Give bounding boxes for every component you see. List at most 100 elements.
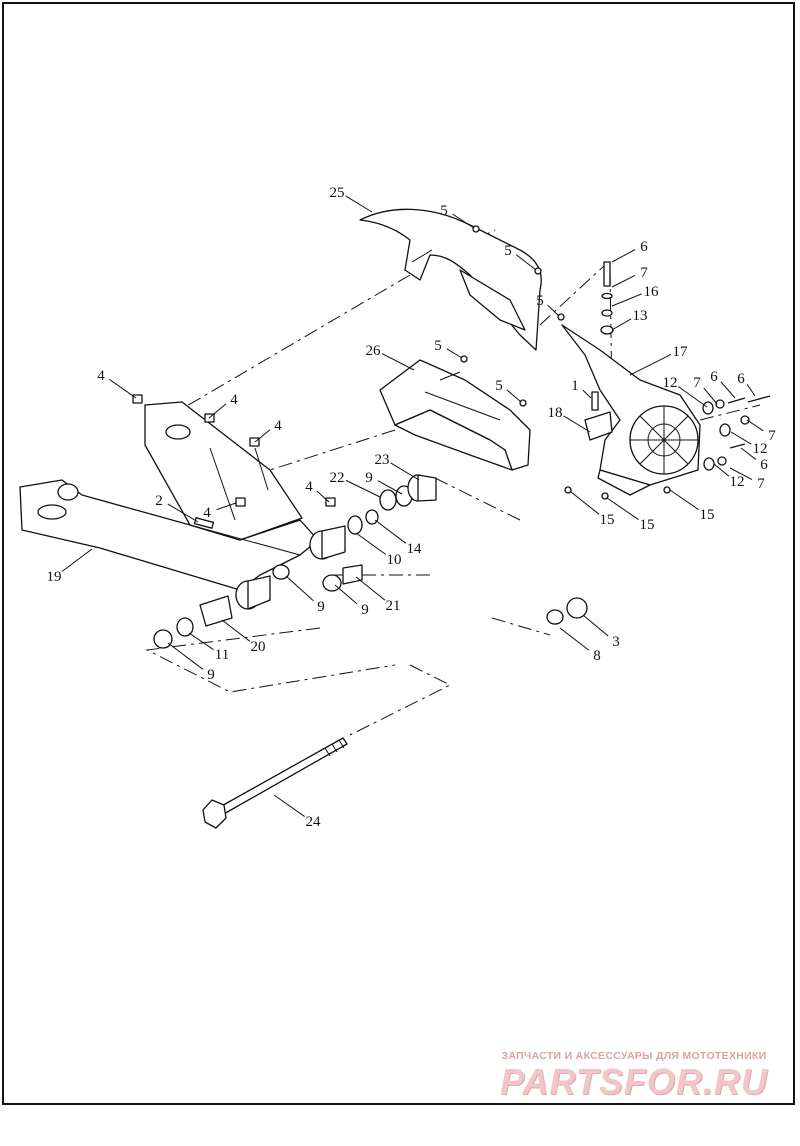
callout-number-9b: 9	[317, 599, 325, 615]
callout-number-6c: 6	[737, 371, 745, 387]
callout-leader-4c	[254, 429, 271, 443]
callout-number-5e: 5	[495, 378, 503, 394]
lower-chain-guard	[379, 359, 531, 471]
callout-number-5d: 5	[434, 338, 442, 354]
callout-leader-6b	[720, 381, 736, 399]
diagram-frame	[2, 2, 795, 1105]
callout-leader-22a	[345, 479, 381, 498]
callout-leader-12b	[730, 431, 752, 445]
callout-number-1a: 1	[571, 378, 579, 394]
callout-leader-9a	[377, 480, 403, 495]
callout-leader-7b	[703, 387, 718, 405]
callout-leader-26a	[381, 353, 415, 371]
callout-leader-7a	[611, 274, 636, 288]
callout-number-21a: 21	[386, 598, 401, 614]
callout-leader-9b	[285, 575, 314, 602]
callout-leader-15c	[669, 489, 699, 511]
callout-number-4d: 4	[305, 479, 313, 495]
callout-leader-4d	[316, 490, 330, 503]
callout-leader-7d	[729, 467, 753, 480]
callout-leader-23a	[390, 462, 420, 481]
callout-number-6d: 6	[760, 457, 768, 473]
callout-number-5b: 5	[504, 243, 512, 259]
callout-leader-10a	[355, 532, 387, 555]
callout-number-4c: 4	[274, 418, 282, 434]
callout-leader-5e	[506, 389, 522, 403]
callout-number-12c: 12	[730, 474, 745, 490]
callout-number-9d: 9	[207, 667, 215, 683]
callout-number-7d: 7	[757, 476, 765, 492]
callout-leader-16a	[611, 293, 642, 307]
callout-leader-6d	[740, 447, 757, 460]
callout-leader-4a	[109, 378, 137, 399]
callout-number-6a: 6	[640, 239, 648, 255]
callout-leader-2a	[167, 503, 199, 523]
callout-leader-17a	[629, 354, 672, 376]
callout-number-11a: 11	[215, 647, 229, 663]
callout-number-22a: 22	[330, 470, 345, 486]
callout-number-12a: 12	[663, 375, 678, 391]
callout-leader-11a	[188, 632, 214, 651]
callout-leader-4b	[208, 403, 227, 419]
upper-chain-guard	[359, 208, 542, 351]
callout-leader-20a	[221, 619, 251, 642]
bushings-and-washers	[153, 474, 588, 649]
callout-leader-1a	[582, 389, 592, 399]
callout-leader-14a	[374, 519, 407, 544]
callout-number-20a: 20	[251, 639, 266, 655]
callout-number-13a: 13	[633, 308, 648, 324]
callout-leader-15b	[606, 497, 639, 521]
callout-leader-9d	[167, 642, 204, 670]
watermark-tagline: ЗАПЧАСТИ И АКСЕССУАРЫ ДЛЯ МОТОТЕХНИКИ	[501, 1050, 767, 1062]
callout-number-5c: 5	[536, 293, 544, 309]
callout-leader-3a	[582, 614, 609, 637]
callout-number-17a: 17	[673, 344, 689, 360]
callout-number-4a: 4	[97, 368, 105, 384]
callout-number-6b: 6	[710, 369, 718, 385]
callout-leader-5c	[547, 304, 560, 317]
callout-number-9c: 9	[361, 602, 369, 618]
callout-leader-19a	[61, 548, 93, 572]
callout-number-14a: 14	[407, 541, 423, 557]
sprocket-cover	[561, 324, 701, 496]
callout-leader-6c	[746, 384, 756, 397]
callout-leader-6a	[611, 249, 636, 263]
callout-leader-24a	[273, 794, 305, 817]
callout-leader-21a	[355, 576, 386, 601]
callout-number-2a: 2	[155, 493, 163, 509]
callout-number-3a: 3	[612, 634, 620, 650]
fasteners	[460, 225, 771, 500]
callout-number-15a: 15	[600, 512, 615, 528]
watermark-logo: PARTSFOR.RU	[500, 1061, 768, 1102]
callout-leader-8a	[559, 627, 590, 651]
callout-number-7b: 7	[693, 375, 701, 391]
callout-number-25a: 25	[330, 185, 345, 201]
callout-number-4b: 4	[230, 392, 238, 408]
axle-bolt	[202, 737, 348, 829]
callout-number-10a: 10	[387, 552, 402, 568]
callout-number-18a: 18	[548, 405, 563, 421]
watermark: ЗАПЧАСТИ И АКСЕССУАРЫ ДЛЯ МОТОТЕХНИКИ PA…	[488, 1050, 780, 1100]
callout-number-26a: 26	[366, 343, 382, 359]
bracket	[584, 411, 613, 441]
callout-leader-5b	[515, 254, 537, 271]
callout-number-15b: 15	[640, 517, 655, 533]
callout-leader-25a	[345, 195, 373, 213]
callout-number-23a: 23	[375, 452, 390, 468]
callout-leader-12c	[713, 463, 730, 477]
callout-number-4e: 4	[203, 505, 211, 521]
callout-leader-13a	[611, 318, 632, 331]
callout-leader-7c	[746, 419, 764, 432]
callout-number-7a: 7	[640, 265, 648, 281]
callout-leader-12a	[677, 386, 708, 408]
callout-leader-5a	[452, 213, 475, 229]
callout-number-7c: 7	[768, 428, 776, 444]
callout-number-8a: 8	[593, 648, 601, 664]
callout-leader-9c	[334, 584, 358, 605]
callout-number-19a: 19	[47, 569, 62, 585]
callout-number-9a: 9	[365, 470, 373, 486]
callout-leader-4e	[216, 502, 237, 511]
callout-leader-18a	[563, 415, 591, 433]
